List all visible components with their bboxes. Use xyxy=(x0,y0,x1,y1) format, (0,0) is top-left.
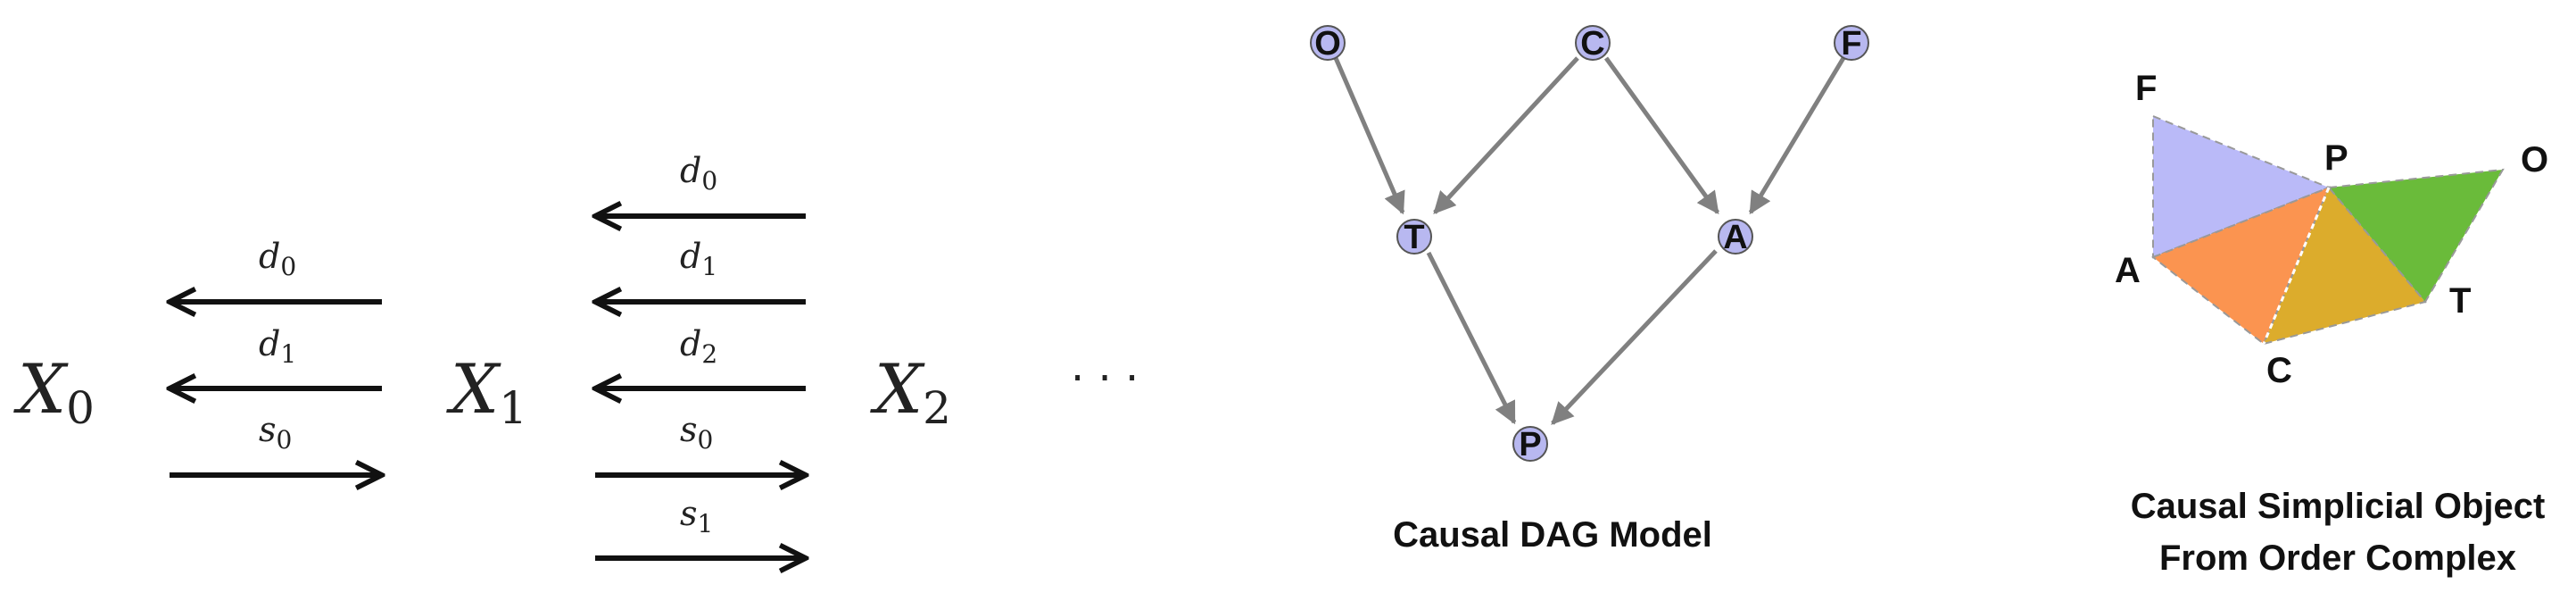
svg-text:T: T xyxy=(1404,219,1424,256)
vertex-label-c: C xyxy=(2266,351,2292,390)
dag-edge-f-a xyxy=(1748,56,1846,215)
arrow-label-s0: s0 xyxy=(259,410,292,455)
vertex-label-a: A xyxy=(2115,251,2141,290)
face-pot xyxy=(2327,168,2505,304)
causal-dag: O C F T A P Causal DAG Model xyxy=(1310,25,1869,555)
arrows-x0-x1: d0 d1 s0 xyxy=(170,237,382,475)
dag-node-f: F xyxy=(1834,25,1869,63)
svg-text:O: O xyxy=(1314,25,1341,63)
vertex-label-t: T xyxy=(2449,281,2471,321)
dag-node-o: O xyxy=(1310,25,1346,63)
svg-text:P: P xyxy=(1519,426,1541,463)
arrow-label-d0: d0 xyxy=(680,151,717,196)
simplicial-caption-line1: Causal Simplicial Object xyxy=(2131,487,2546,526)
simplicial-diagram: X0 X1 X2 · · · d0 d1 s0 xyxy=(13,151,1139,558)
dag-edge-t-p xyxy=(1426,251,1517,425)
arrow-label-s0: s0 xyxy=(680,410,713,455)
arrow-label-d1: d1 xyxy=(259,324,296,369)
dag-caption: Causal DAG Model xyxy=(1393,515,1712,555)
dag-node-t: T xyxy=(1396,219,1432,256)
vertex-label-f: F xyxy=(2135,69,2157,108)
object-x1: X1 xyxy=(446,349,527,434)
vertex-label-p: P xyxy=(2324,138,2348,178)
simplicial-object: F P O A T C Causal Simplicial Object Fro… xyxy=(2115,69,2548,578)
vertex-label-o: O xyxy=(2521,140,2548,179)
dag-edge-a-p xyxy=(1551,249,1718,425)
dag-edge-c-t xyxy=(1433,56,1579,214)
dag-node-p: P xyxy=(1512,426,1548,463)
arrow-label-d2: d2 xyxy=(680,324,717,369)
arrow-label-d0: d0 xyxy=(259,237,296,281)
arrows-x1-x2: d0 d1 d2 s0 s1 xyxy=(595,151,806,558)
simplicial-caption-line2: From Order Complex xyxy=(2159,538,2516,578)
dag-node-c: C xyxy=(1575,25,1611,63)
svg-text:C: C xyxy=(1580,25,1604,63)
dag-edge-c-a xyxy=(1603,56,1720,215)
dag-edges xyxy=(1333,56,1846,425)
svg-text:A: A xyxy=(1723,219,1747,256)
arrow-label-d1: d1 xyxy=(680,237,717,281)
ellipsis: · · · xyxy=(1071,354,1139,404)
object-x2: X2 xyxy=(870,349,951,434)
arrow-label-s1: s1 xyxy=(680,494,713,538)
object-x0: X0 xyxy=(13,349,95,434)
svg-text:F: F xyxy=(1841,25,1861,63)
dag-node-a: A xyxy=(1718,219,1753,256)
edge-pc-highlight xyxy=(2262,187,2331,345)
dag-edge-o-t xyxy=(1333,57,1405,215)
dag-nodes: O C F T A P xyxy=(1310,25,1869,463)
